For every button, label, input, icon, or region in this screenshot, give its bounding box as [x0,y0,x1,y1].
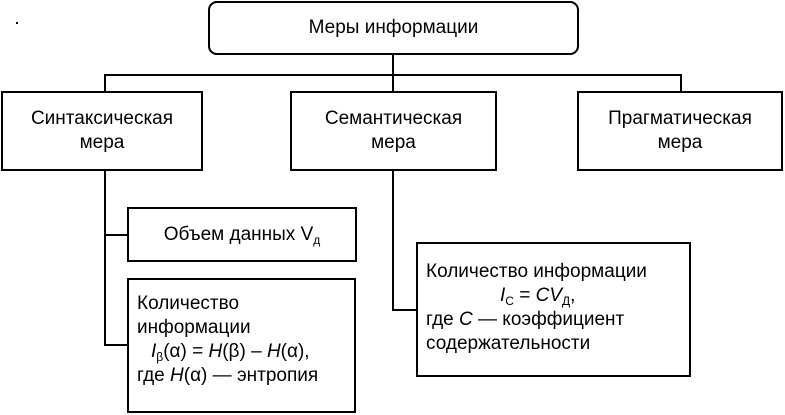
line4-prefix: где [137,365,171,386]
sem-formula-eq: = [513,285,536,306]
syntactic-label-1: Синтаксическая [30,108,174,129]
data-volume-label: Объем данных V [163,223,314,245]
syntactic-info-line4: где H(α) — энтропия [129,364,354,388]
data-volume-node: Объем данных Vд [127,207,357,262]
syntactic-measure-node: Синтаксическая мера [1,91,203,171]
formula-arg2: (β) – [222,341,267,362]
root-title: Меры информации [308,17,479,38]
sem-formula-tail: , [570,285,576,306]
connector-to-syntactic [104,74,106,92]
formula-h1: H [208,341,223,362]
stray-dot [16,22,18,24]
connector-syntactic-down [104,169,106,346]
data-volume-subscript: д [313,232,321,247]
semantic-info-line1: Количество информации [426,261,647,282]
sem-formula-cv-sub: Д [562,294,571,308]
sem-formula-i: I [500,285,506,306]
semantic-label-2: мера [371,132,416,153]
connector-to-pragmatic [680,74,682,92]
syntactic-info-line1: Количество [137,293,240,314]
semantic-info-line3: где C — коэффициент [418,308,689,332]
sem-line3-var: C [459,309,473,330]
syntactic-info-line2: информации [137,317,251,338]
semantic-info-formula: IC = CVД, [418,284,689,308]
formula-h2: H [266,341,281,362]
pragmatic-measure-node: Прагматическая мера [577,91,783,171]
connector-semantic-down [392,169,394,311]
data-volume-text: Объем данных Vд [164,223,321,247]
pragmatic-label-1: Прагматическая [608,108,752,129]
connector-top [392,54,394,76]
semantic-info-node: Количество информации IC = CVД, где C — … [416,242,691,377]
sem-line3-prefix: где [426,309,460,330]
syntactic-label-2: мера [79,132,125,153]
sem-formula-cv: CV [535,285,563,306]
semantic-label-1: Семантическая [324,108,463,129]
connector-semantic-info [392,309,417,311]
connector-data-volume [104,234,128,236]
syntactic-info-node: Количество информации Iβ(α) = H(β) – H(α… [127,278,356,413]
syntactic-info-formula: Iβ(α) = H(β) – H(α), [129,340,354,364]
line4-var: H [170,365,184,386]
line4-rest: (α) — энтропия [183,365,319,386]
connector-to-semantic [392,74,394,92]
formula-arg3: (α), [280,341,310,362]
semantic-info-line4: содержательности [426,333,591,354]
semantic-measure-node: Семантическая мера [290,91,497,171]
formula-arg1: (α) = [163,341,209,362]
connector-syntactic-info [104,344,128,346]
sem-formula-i-sub: C [505,294,514,308]
pragmatic-label-2: мера [657,132,703,153]
sem-line3-rest: — коэффициент [472,309,625,330]
formula-i: I [151,341,157,362]
root-node: Меры информации [208,1,579,55]
formula-i-sub: β [156,350,164,364]
